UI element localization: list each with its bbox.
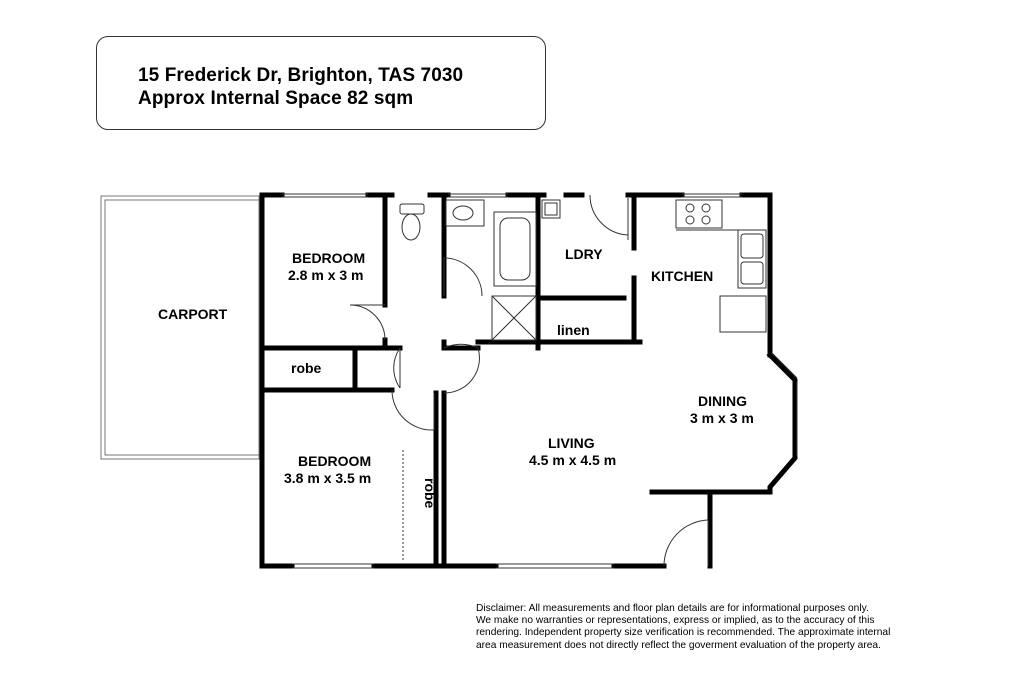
linen-label: linen — [557, 322, 590, 338]
robe1-label: robe — [291, 360, 322, 376]
disclaimer: Disclaimer: All measurements and floor p… — [476, 603, 946, 652]
disclaimer-line: rendering. Independent property size ver… — [476, 627, 891, 639]
robe2-label: robe — [422, 478, 438, 509]
disclaimer-line: Disclaimer: All measurements and floor p… — [476, 603, 869, 614]
carport-label: CARPORT — [158, 306, 228, 322]
bedroom1-size: 2.8 m x 3 m — [288, 267, 364, 283]
walls — [259, 192, 798, 569]
carport — [100, 195, 260, 460]
living-name: LIVING — [548, 435, 595, 451]
bedroom2-name: BEDROOM — [298, 453, 371, 469]
dining-name: DINING — [698, 393, 747, 409]
living-size: 4.5 m x 4.5 m — [529, 452, 616, 468]
fixtures — [282, 193, 798, 569]
room-labels: CARPORT BEDROOM 2.8 m x 3 m robe BEDROOM… — [158, 246, 754, 509]
disclaimer-line: area measurement does not directly refle… — [476, 639, 881, 651]
laundry-label: LDRY — [565, 246, 603, 262]
bedroom2-size: 3.8 m x 3.5 m — [284, 470, 371, 486]
bedroom1-name: BEDROOM — [292, 250, 365, 266]
disclaimer-line: We make no warranties or representations… — [476, 615, 875, 627]
address-text: 15 Frederick Dr, Brighton, TAS 7030 — [138, 65, 464, 86]
address-block: 15 Frederick Dr, Brighton, TAS 7030 Appr… — [138, 64, 463, 110]
dining-size: 3 m x 3 m — [690, 410, 754, 426]
kitchen-label: KITCHEN — [651, 268, 713, 284]
area-text: Approx Internal Space 82 sqm — [138, 88, 414, 109]
address-box — [96, 36, 546, 130]
